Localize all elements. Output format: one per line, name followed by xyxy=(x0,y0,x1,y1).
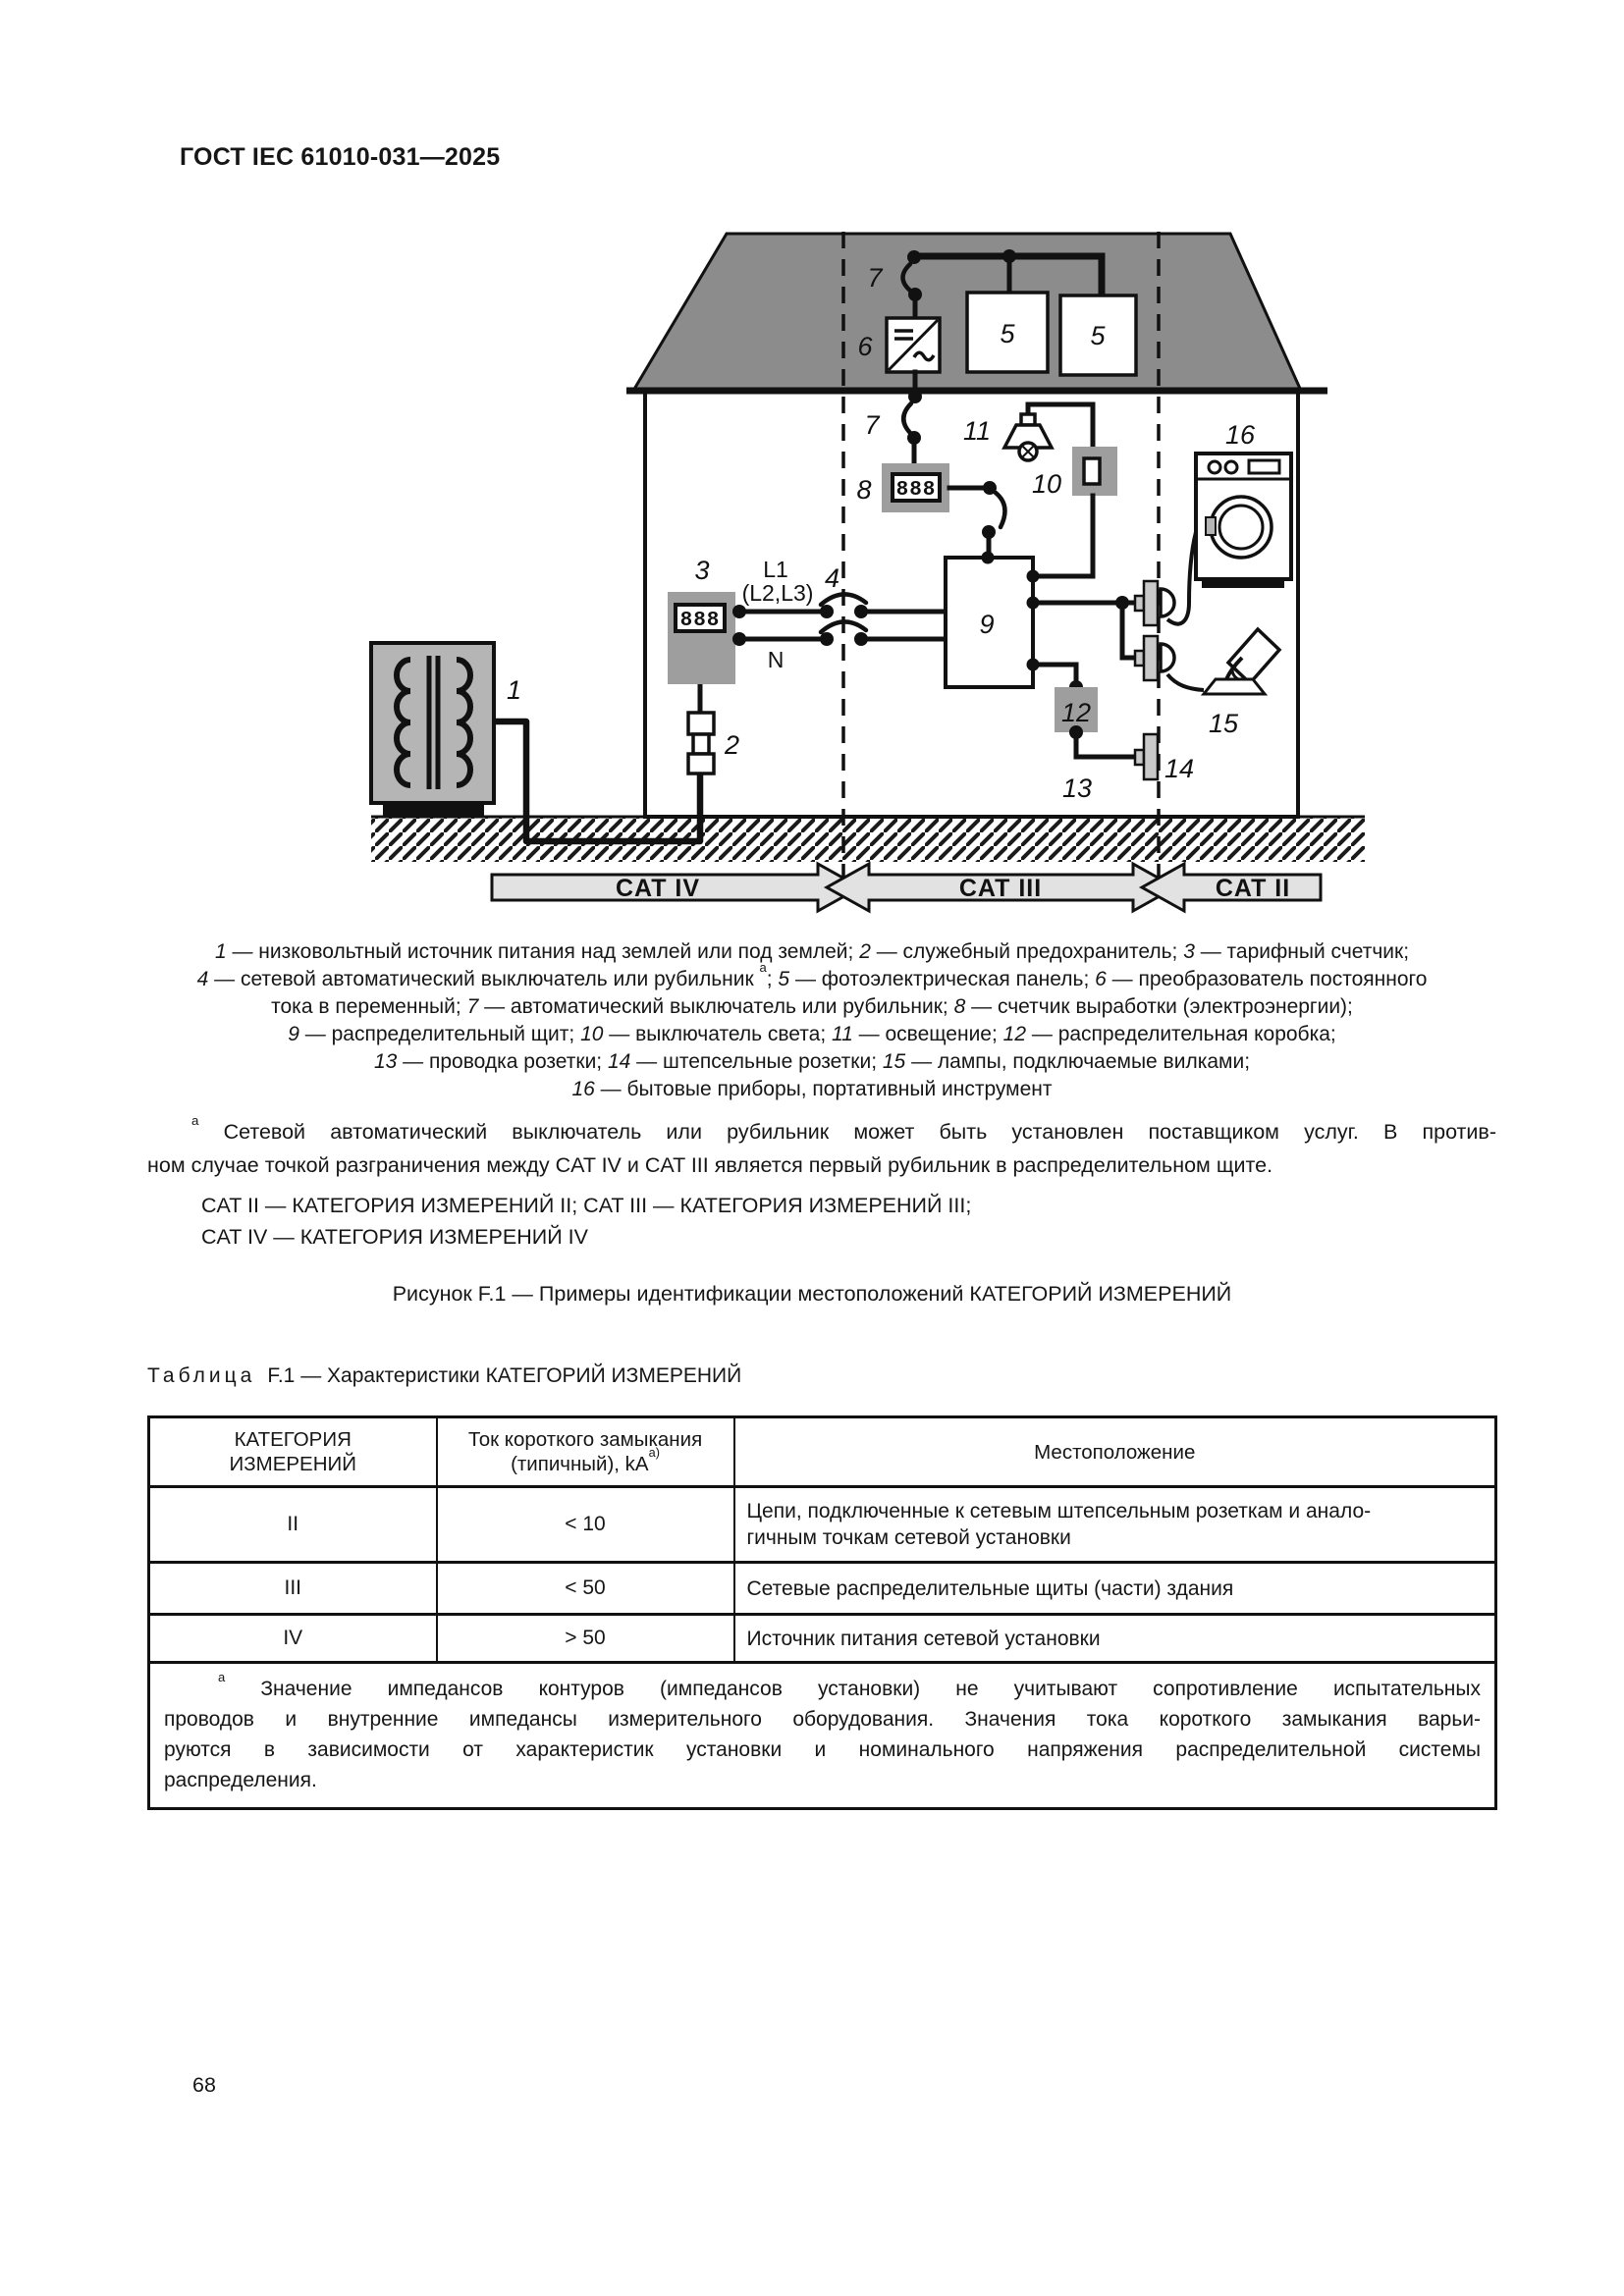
junction-box xyxy=(1055,687,1098,732)
legend-line: 13 — проводка розетки; 14 — штепсельные … xyxy=(373,1050,1251,1073)
label-13: 13 xyxy=(1062,774,1092,803)
label-L1: L1 xyxy=(763,557,788,582)
table-cell: < 10 xyxy=(435,1486,734,1563)
label-3: 3 xyxy=(694,556,709,585)
tfn-line: руются в зависимости от характеристик ус… xyxy=(164,1738,1481,1761)
cat-zone-bar: CAT IV CAT III CAT II xyxy=(490,861,1323,914)
label-5-right: 5 xyxy=(1090,321,1106,350)
cat-definitions: CAT II — КАТЕГОРИЯ ИЗМЕРЕНИЙ II; CAT III… xyxy=(201,1190,1478,1253)
table-footnote-row: a Значение импедансов контуров (импеданс… xyxy=(148,1661,1496,1809)
figure-f1-diagram: 1 2 888 3 L1 (L2, xyxy=(369,232,1365,914)
label-6: 6 xyxy=(857,332,873,361)
distribution-board: 9 xyxy=(944,551,1040,689)
service-fuse: 2 xyxy=(686,681,739,775)
label-N: N xyxy=(768,647,785,672)
label-11: 11 xyxy=(963,416,991,446)
table-cell: > 50 xyxy=(435,1613,734,1663)
wall-socket-bottom xyxy=(1142,732,1160,781)
wall-socket-top xyxy=(1142,579,1160,627)
generation-meter-circuit: 7 888 8 xyxy=(856,368,1007,561)
table-cell: IV xyxy=(148,1613,437,1663)
fn-line: ном случае точкой разграничения между CA… xyxy=(147,1153,1273,1177)
cat-ii-segment xyxy=(1138,861,1323,914)
meter-8-display: 888 xyxy=(896,479,937,502)
label-14: 14 xyxy=(1164,754,1194,783)
desk-lamp: 15 xyxy=(1165,626,1282,738)
table-cell: Сетевые распределительные щиты (части) з… xyxy=(732,1561,1496,1615)
tfn-line: a Значение импедансов контуров (импеданс… xyxy=(218,1670,1481,1700)
table-title-word: Таблица xyxy=(147,1364,256,1387)
plug-lamp xyxy=(1159,642,1176,673)
legend-line: 9 — распределительный щит; 10 — выключат… xyxy=(288,1023,1336,1045)
table-cell: Источник питания сетевой установки xyxy=(732,1613,1496,1663)
label-12: 12 xyxy=(1061,698,1091,727)
label-7-lower: 7 xyxy=(864,410,880,440)
label-9: 9 xyxy=(979,610,994,639)
label-16: 16 xyxy=(1225,420,1256,450)
label-7-upper: 7 xyxy=(867,263,883,293)
meter-3-display: 888 xyxy=(680,610,721,632)
low-voltage-source-transformer: 1 xyxy=(369,641,704,845)
table-cell: < 50 xyxy=(435,1561,734,1615)
washing-machine: 16 xyxy=(1165,420,1293,626)
tfn-line: распределения. xyxy=(164,1769,317,1791)
legend-line: 4 — сетевой автоматический выключатель и… xyxy=(196,960,1428,990)
label-4: 4 xyxy=(825,563,839,593)
figure-caption: Рисунок F.1 — Примеры идентификации мест… xyxy=(392,1282,1232,1306)
wall-socket-middle xyxy=(1142,634,1160,682)
table-cell: II xyxy=(287,1513,299,1535)
ceiling-lamp xyxy=(1001,423,1055,450)
socket-circuits: 12 13 14 xyxy=(1030,579,1194,803)
figure-legend: 1 — низковольтный источник питания над з… xyxy=(137,938,1487,1103)
solar-panel-left xyxy=(965,291,1050,374)
solar-panel-right xyxy=(1058,294,1138,377)
table-header-cell: Местоположение xyxy=(732,1416,1496,1488)
table-title: Таблица F.1 — Характеристики КАТЕГОРИЙ ИЗ… xyxy=(147,1364,741,1388)
table-cell: Цепи, подключенные к сетевым штепсельным… xyxy=(732,1486,1496,1563)
lighting-circuit: 11 10 xyxy=(963,401,1117,579)
label-5-left: 5 xyxy=(1000,319,1015,348)
cat-definition-line: CAT IV — КАТЕГОРИЯ ИЗМЕРЕНИЙ IV xyxy=(201,1225,588,1249)
legend-line: 1 — низковольтный источник питания над з… xyxy=(214,940,1410,963)
plug-washing-machine xyxy=(1159,587,1176,618)
label-15: 15 xyxy=(1209,709,1239,738)
table-footnote-a: a Значение импедансов контуров (импеданс… xyxy=(164,1670,1481,1795)
cat-iii-segment xyxy=(823,861,1179,914)
cat-iv-segment xyxy=(490,861,864,914)
mains-circuit-breaker: L1 (L2,L3) 4 N xyxy=(732,557,948,672)
table-title-rest: F.1 — Характеристики КАТЕГОРИЙ ИЗМЕРЕНИЙ xyxy=(267,1364,742,1387)
cat-ii-label: CAT II xyxy=(1216,875,1290,902)
legend-line: тока в переменный; 7 — автоматический вы… xyxy=(271,995,1353,1018)
table-cell: III xyxy=(148,1561,437,1615)
cat-definition-line: CAT II — КАТЕГОРИЯ ИЗМЕРЕНИЙ II; CAT III… xyxy=(201,1194,972,1217)
legend-line: 16 — бытовые приборы, портативный инстру… xyxy=(571,1078,1053,1100)
page-number: 68 xyxy=(192,2073,216,2097)
table-header-cell: Ток короткого замыкания(типичный), kAa) xyxy=(435,1416,734,1488)
photovoltaic-system: 7 6 5 5 xyxy=(857,249,1138,394)
standard-number-header: ГОСТ IEC 61010-031—2025 xyxy=(180,143,501,171)
label-L2L3: (L2,L3) xyxy=(742,580,814,606)
cat-iii-label: CAT III xyxy=(959,875,1042,902)
tariff-meter: 888 3 xyxy=(668,556,735,684)
ground-hatching xyxy=(371,817,1365,862)
label-10: 10 xyxy=(1032,469,1061,499)
fn-line: a Сетевой автоматический выключатель или… xyxy=(191,1112,1496,1144)
label-8: 8 xyxy=(856,475,871,505)
figure-footnote-a: a Сетевой автоматический выключатель или… xyxy=(147,1112,1496,1182)
label-1: 1 xyxy=(507,675,521,705)
cat-iv-label: CAT IV xyxy=(616,875,700,902)
label-2: 2 xyxy=(724,730,739,760)
tfn-line: проводов и внутренние импедансы измерите… xyxy=(164,1708,1481,1731)
